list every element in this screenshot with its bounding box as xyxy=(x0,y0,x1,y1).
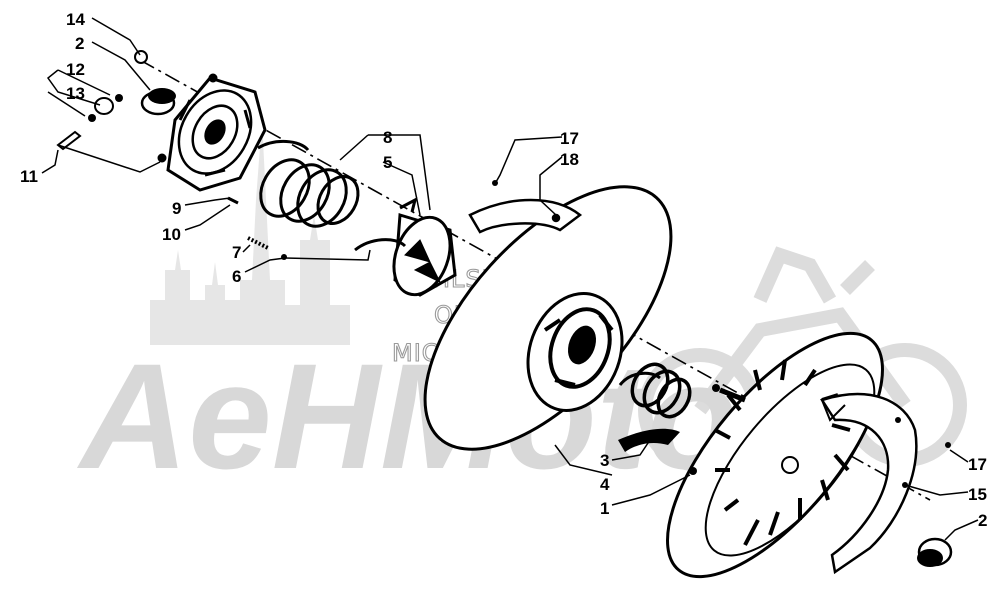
part-4-washer xyxy=(618,371,661,386)
part-nut-shaft xyxy=(712,384,720,392)
callout-2-top: 2 xyxy=(75,34,84,53)
part-11-pin xyxy=(56,130,82,151)
part-10-pin xyxy=(227,196,239,205)
shaft-axis-line xyxy=(139,59,931,501)
watermark-skyline xyxy=(150,120,350,345)
watermark-brand: AeHMoto xyxy=(76,332,738,500)
fixed-sheave xyxy=(666,331,884,579)
callout-12: 12 xyxy=(66,60,85,79)
part-3-spring xyxy=(630,362,692,419)
callout-2-bottom: 2 xyxy=(978,511,987,530)
callout-7: 7 xyxy=(232,243,241,262)
callout-6: 6 xyxy=(232,267,241,286)
part-2-bushing-top xyxy=(140,88,176,116)
callout-9: 9 xyxy=(172,199,181,218)
part-15-shim-plate xyxy=(820,392,918,575)
part-8-spring xyxy=(257,140,360,228)
callout-10: 10 xyxy=(162,225,181,244)
callout-17-top: 17 xyxy=(560,129,579,148)
callout-1: 1 xyxy=(600,499,609,518)
callout-5: 5 xyxy=(383,153,392,172)
callout-15: 15 xyxy=(968,485,987,504)
part-13-bolt xyxy=(88,97,114,122)
part-2-bushing-bottom xyxy=(917,537,953,567)
callout-8: 8 xyxy=(383,128,392,147)
part-17-screw-right xyxy=(945,442,951,448)
callout-4: 4 xyxy=(600,475,610,494)
movable-sheave xyxy=(423,185,673,451)
part-1-bolt xyxy=(689,467,697,475)
callout-14: 14 xyxy=(66,10,85,29)
callout-labels: 14 2 12 13 11 9 10 8 5 7 6 17 18 3 4 1 1… xyxy=(20,10,987,530)
part-5-cam-sleeve xyxy=(354,197,457,297)
callout-17-right: 17 xyxy=(968,455,987,474)
callout-13: 13 xyxy=(66,84,85,103)
leader-lines xyxy=(41,17,979,541)
part-14-nut xyxy=(134,50,148,64)
part-12-washer xyxy=(115,94,123,102)
callout-18: 18 xyxy=(560,150,579,169)
part-18-shim xyxy=(468,198,583,234)
callout-11: 11 xyxy=(20,167,38,186)
part-9-cover-plate xyxy=(157,73,267,192)
callout-3: 3 xyxy=(600,451,609,470)
